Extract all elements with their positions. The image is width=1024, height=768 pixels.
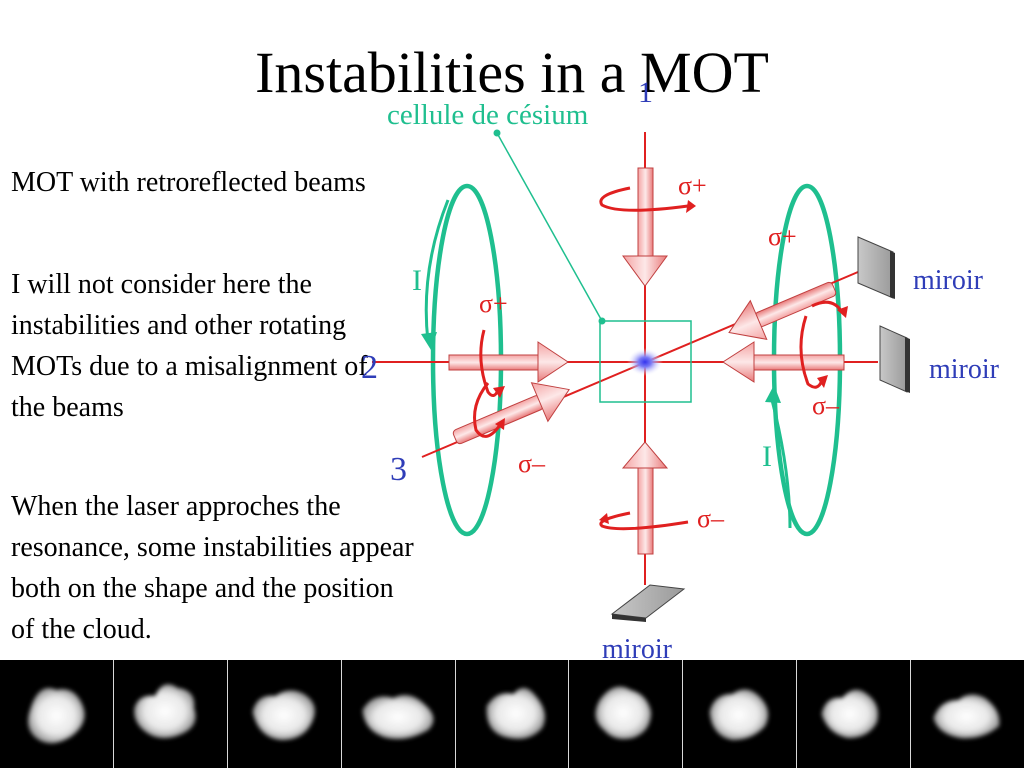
sigma-plus-right: σ+ [768, 222, 797, 251]
sigma-minus-right: σ– [812, 391, 840, 420]
sigma-minus-bottom: σ– [697, 504, 725, 533]
sigma-minus-lower: σ– [518, 449, 546, 478]
beam-arrow-diagonal-lower [452, 382, 570, 445]
beam-label-2: 2 [361, 349, 378, 386]
mirror-upper-right [857, 236, 895, 299]
cell-pointer [496, 132, 603, 322]
beam-arrow-bottom [621, 441, 669, 555]
cloud-image-9 [910, 660, 1024, 768]
cell-label: cellule de césium [387, 99, 589, 131]
cloud-image-5 [454, 660, 569, 768]
text-misalignment: I will not consider here the instabiliti… [11, 269, 368, 423]
cloud-image-1 [0, 660, 113, 768]
mirror-label-3: miroir [602, 634, 673, 660]
text-retroreflected: MOT with retroreflected beams [11, 167, 366, 198]
cloud-image-3 [226, 660, 341, 768]
beam-label-1: 1 [638, 76, 653, 109]
cloud-image-7 [682, 660, 796, 768]
cloud-image-4 [340, 660, 455, 768]
current-arrow-right [770, 399, 792, 529]
cloud-image-strip [0, 660, 1024, 768]
beam-label-3: 3 [390, 451, 407, 488]
beam-arrow-right [722, 341, 845, 383]
atom-cloud [627, 348, 663, 376]
beam-arrow-diagonal-upper [728, 281, 837, 341]
rotation-arrows [473, 186, 844, 531]
beam-arrow-left [448, 341, 569, 383]
cloud-image-6 [568, 660, 682, 768]
mirror-right [879, 325, 910, 393]
slide-title: Instabilities in a MOT [255, 40, 769, 105]
current-label-right: I [762, 440, 772, 473]
current-label-left: I [412, 264, 422, 297]
sigma-plus-top: σ+ [678, 171, 707, 200]
cesium-cell [599, 320, 692, 403]
sigma-plus-left: σ+ [479, 289, 508, 318]
current-arrow-left [424, 199, 450, 343]
text-resonance: When the laser approches the resonance, … [11, 491, 414, 645]
cloud-image-2 [112, 660, 227, 768]
cloud-image-8 [796, 660, 910, 768]
mot-diagram: cellule de césium 1 2 3 I I miroir miroi… [361, 76, 1000, 660]
mirror-label-2: miroir [929, 354, 1000, 385]
beam-arrow-top [622, 167, 668, 287]
mirror-bottom [610, 584, 686, 622]
mirror-label-1: miroir [913, 265, 984, 296]
